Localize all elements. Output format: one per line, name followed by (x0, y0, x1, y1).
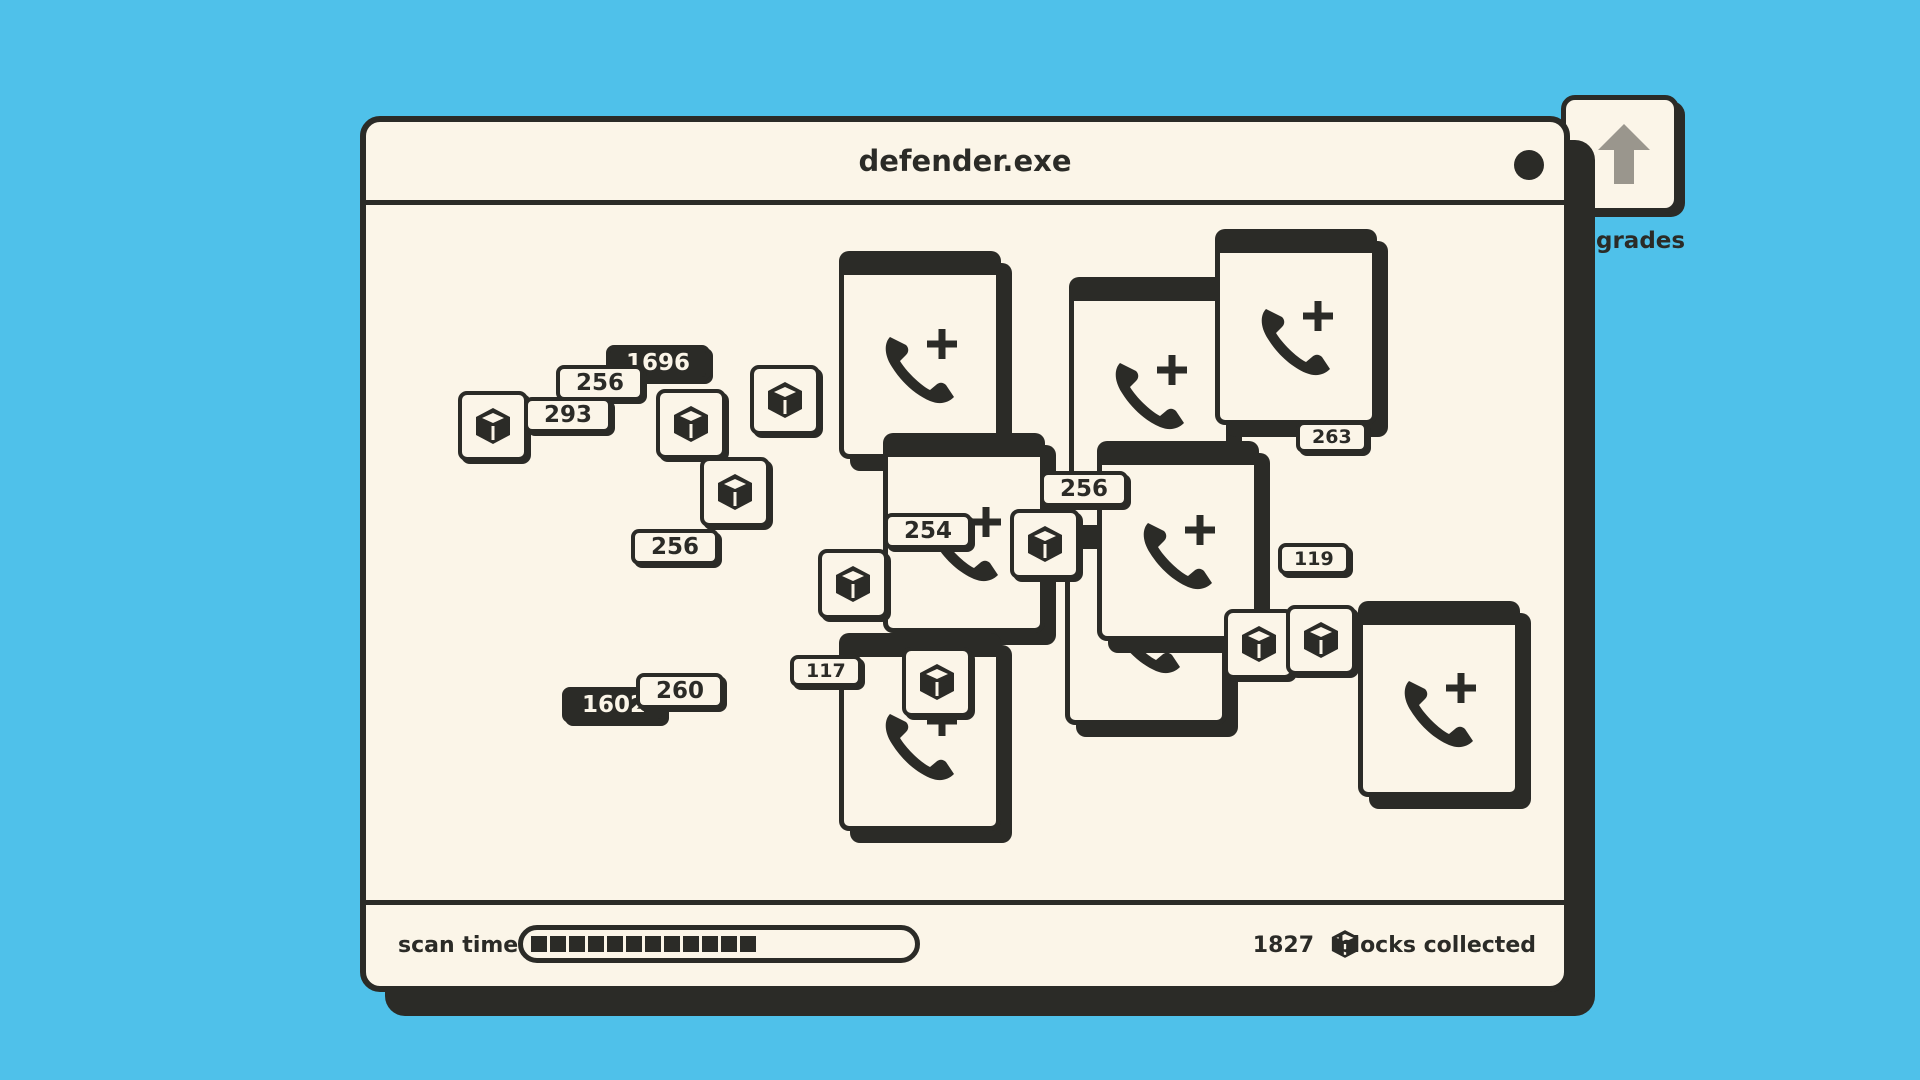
cube-icon (836, 566, 870, 602)
status-bar: scan time 1827 blocks collected (366, 900, 1564, 986)
data-block[interactable] (750, 365, 820, 435)
scan-progress-segment (588, 936, 604, 952)
data-block[interactable] (700, 457, 770, 527)
cube-icon (1028, 526, 1062, 562)
cube-icon (718, 474, 752, 510)
scan-progress-segment (664, 936, 680, 952)
phone-plus-icon (885, 328, 957, 403)
data-block[interactable] (1010, 509, 1080, 579)
close-button[interactable] (1514, 150, 1544, 180)
blocks-count: 1827 (1252, 933, 1314, 958)
data-block[interactable] (1224, 609, 1294, 679)
blocks-collected-label: blocks collected (1336, 933, 1536, 958)
phone-card[interactable] (1215, 229, 1377, 425)
data-block[interactable] (818, 549, 888, 619)
phone-plus-icon (1404, 672, 1476, 747)
phone-plus-icon (1261, 300, 1333, 375)
scan-progress-segment (683, 936, 699, 952)
phone-plus-icon (1143, 514, 1215, 589)
window-title: defender.exe (858, 144, 1072, 178)
scan-progress-segment (607, 936, 623, 952)
scan-progress-segment (740, 936, 756, 952)
phone-card[interactable] (1097, 441, 1259, 641)
cube-icon (1304, 622, 1338, 658)
phone-card[interactable] (1358, 601, 1520, 797)
data-block[interactable] (458, 391, 528, 461)
data-block[interactable] (656, 389, 726, 459)
scan-progress-segment (721, 936, 737, 952)
upgrades-label: grades (1596, 228, 1686, 254)
block-value-tag: 293 (524, 397, 613, 433)
phone-card[interactable] (839, 251, 1001, 459)
scan-progress-segment (626, 936, 642, 952)
scan-time-label: scan time (398, 933, 519, 958)
arrow-up-icon (1598, 124, 1650, 184)
scan-progress-segment (569, 936, 585, 952)
scan-progress-segment (645, 936, 661, 952)
block-value-tag: 256 (631, 529, 720, 565)
block-value-tag: 117 (790, 655, 862, 687)
block-value-tag: 260 (636, 673, 725, 709)
cube-icon (768, 382, 802, 418)
block-value-tag: 254 (884, 513, 973, 549)
cube-icon (1242, 626, 1276, 662)
block-value-tag: 119 (1278, 543, 1350, 575)
block-value-tag: 256 (1040, 471, 1129, 507)
play-area[interactable]: 1696 256 293 256 1602 260 254 256 117 11… (366, 205, 1564, 986)
data-block[interactable] (902, 647, 972, 717)
cube-icon (1331, 930, 1359, 958)
block-value-tag: 263 (1296, 421, 1368, 453)
scan-progress-segment (531, 936, 547, 952)
scan-progress-segment (702, 936, 718, 952)
scan-time-progress (518, 925, 920, 963)
scan-progress-segment (550, 936, 566, 952)
phone-plus-icon (1115, 354, 1187, 429)
cube-icon (476, 408, 510, 444)
data-block[interactable] (1286, 605, 1356, 675)
defender-window: defender.exe (360, 116, 1570, 992)
block-value-tag: 256 (556, 365, 645, 401)
cube-icon (920, 664, 954, 700)
title-bar[interactable]: defender.exe (366, 122, 1564, 205)
cube-icon (674, 406, 708, 442)
